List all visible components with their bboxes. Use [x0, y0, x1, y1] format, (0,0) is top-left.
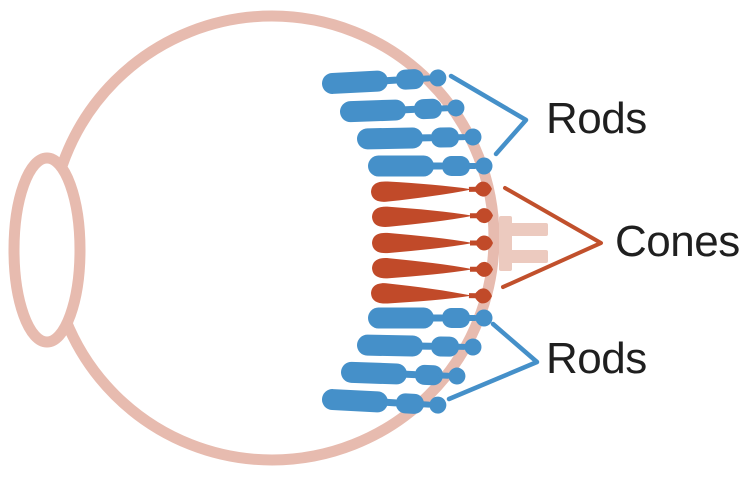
- cone-group: [370, 178, 494, 307]
- cone-cell: [370, 178, 493, 203]
- rod-cell: [321, 66, 447, 95]
- cone-cell: [371, 205, 494, 228]
- cone-cell: [372, 232, 493, 254]
- cone-cell: [371, 257, 494, 280]
- cones-leader-bracket: [501, 186, 603, 289]
- cone-cell: [370, 282, 493, 307]
- label-rods-top: Rods: [546, 94, 647, 143]
- lens: [8, 152, 86, 348]
- label-rods-bottom: Rods: [546, 334, 647, 383]
- fovea-marker: [499, 216, 548, 271]
- rods-top-leader-bracket: [448, 73, 529, 157]
- label-cones: Cones: [615, 217, 740, 266]
- rod-group-bottom: [321, 307, 493, 417]
- rods-bottom-leader-bracket: [446, 321, 540, 402]
